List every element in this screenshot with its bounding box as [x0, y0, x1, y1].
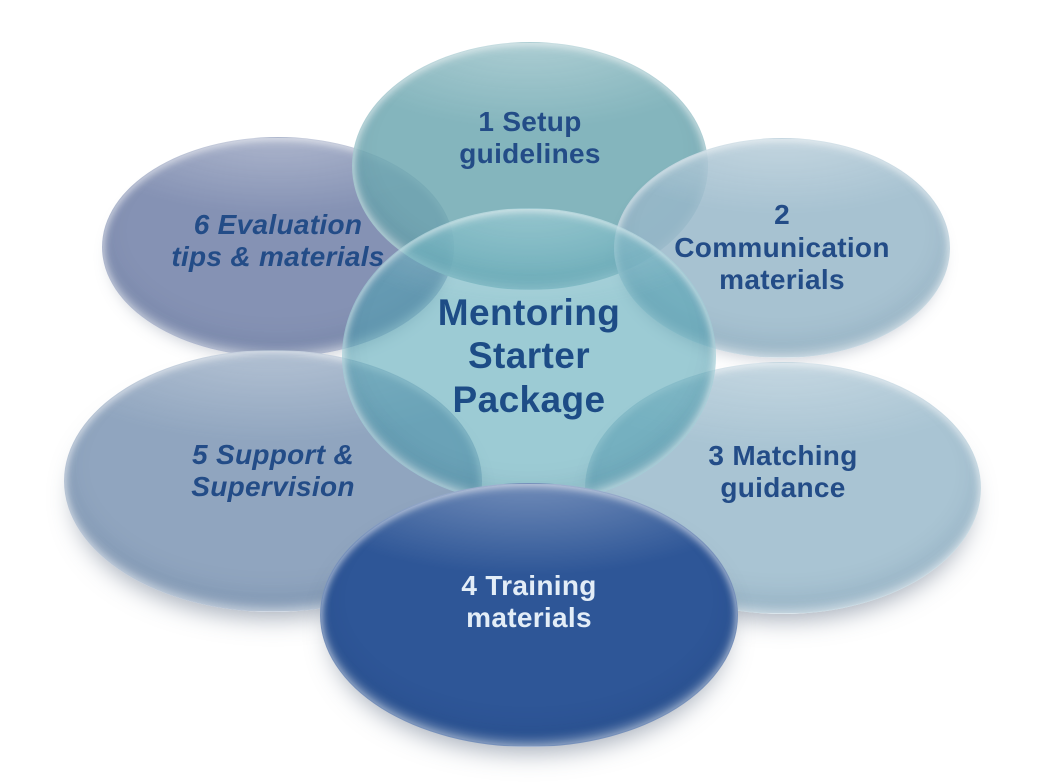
node-evaluation-label: 6 Evaluation tips & materials [171, 208, 385, 272]
node-training-materials: 4 Training materials [320, 483, 738, 747]
node-matching-label: 3 Matching guidance [708, 439, 858, 503]
node-communication-materials: 2 Communication materials [614, 138, 950, 358]
node-support-label: 5 Support & Supervision [191, 438, 355, 502]
node-setup-label: 1 Setup guidelines [459, 105, 601, 169]
node-communication-label: 2 Communication materials [674, 199, 890, 296]
node-training-label: 4 Training materials [461, 569, 597, 633]
node-center-mentoring-starter-package: Mentoring Starter Package [342, 208, 716, 504]
center-title-label: Mentoring Starter Package [437, 291, 621, 420]
